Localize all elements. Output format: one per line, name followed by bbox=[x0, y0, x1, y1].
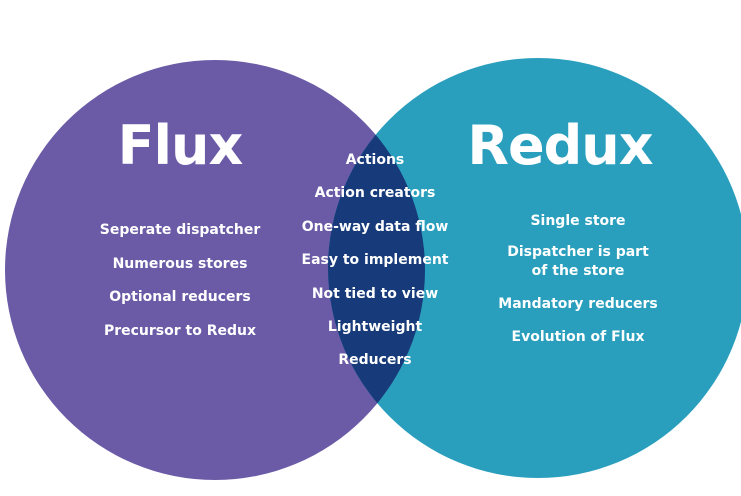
redux-title: Redux bbox=[467, 114, 653, 177]
flux-features-list: Seperate dispatcher Numerous stores Opti… bbox=[80, 220, 280, 354]
redux-item-line: Mandatory reducers bbox=[498, 296, 658, 312]
common-features-list: Actions Action creators One-way data flo… bbox=[285, 150, 465, 384]
redux-item-line: Single store bbox=[530, 213, 626, 229]
redux-item-line: Dispatcher is part bbox=[507, 244, 649, 260]
flux-circle bbox=[5, 60, 425, 480]
redux-item-line: of the store bbox=[531, 263, 625, 279]
common-item: Reducers bbox=[338, 352, 412, 369]
flux-item: Precursor to Redux bbox=[103, 322, 257, 339]
redux-item: Evolution of Flux bbox=[478, 328, 678, 347]
common-item: Not tied to view bbox=[311, 285, 439, 302]
common-item: Easy to implement bbox=[301, 252, 449, 269]
flux-item: Optional reducers bbox=[109, 289, 251, 305]
flux-item: Numerous stores bbox=[112, 255, 248, 272]
common-item: Actions bbox=[345, 152, 405, 168]
flux-title: Flux bbox=[117, 114, 244, 177]
redux-item: Single store bbox=[478, 212, 678, 231]
redux-item-line: Evolution of Flux bbox=[511, 329, 645, 345]
common-item: Action creators bbox=[314, 185, 436, 202]
flux-item: Seperate dispatcher bbox=[99, 222, 261, 238]
redux-item: Dispatcher is part of the store bbox=[478, 243, 678, 281]
common-item: One-way data flow bbox=[301, 218, 449, 235]
redux-circle bbox=[328, 58, 741, 478]
common-item: Lightweight bbox=[327, 318, 423, 335]
redux-item: Mandatory reducers bbox=[478, 295, 678, 314]
redux-features-list: Single store Dispatcher is part of the s… bbox=[478, 212, 678, 361]
